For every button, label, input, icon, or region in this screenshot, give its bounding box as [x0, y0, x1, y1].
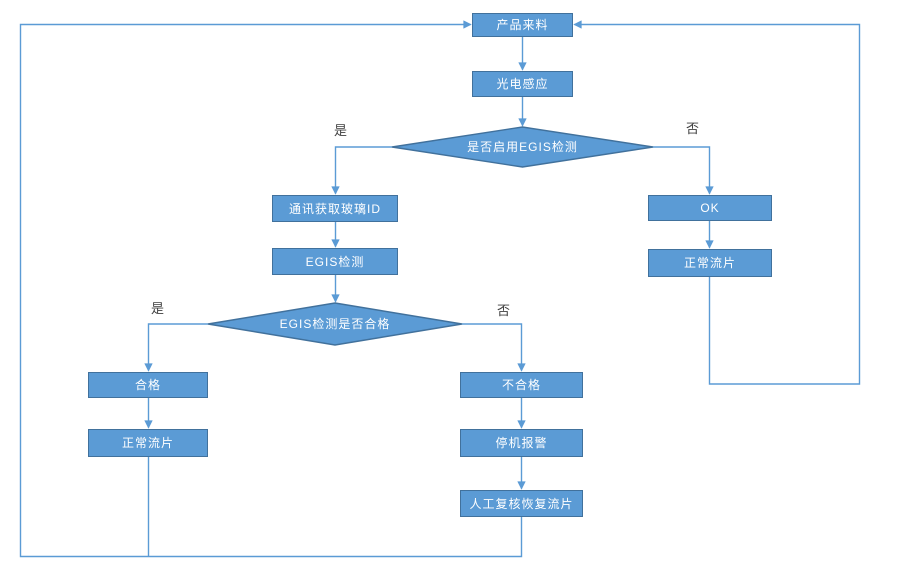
node-ok-label: OK [700, 201, 720, 215]
node-ok: OK [648, 195, 772, 221]
node-get-glass-id: 通讯获取玻璃ID [272, 195, 398, 222]
node-normal-flow-right-label: 正常流片 [683, 256, 736, 270]
decision-egis-enabled-shape [391, 126, 654, 168]
node-manual-review: 人工复核恢复流片 [460, 490, 583, 517]
node-egis-test: EGIS检测 [272, 248, 398, 275]
node-pass-label: 合格 [134, 378, 161, 392]
node-pass: 合格 [88, 372, 208, 398]
node-normal-flow-left: 正常流片 [88, 429, 208, 457]
node-fail: 不合格 [460, 372, 583, 398]
edge-label-decision1-no: 否 [686, 121, 700, 136]
edge-decision2-no [462, 323, 526, 372]
node-product-incoming: 产品来料 [472, 13, 573, 37]
edge-label-decision1-yes: 是 [334, 123, 348, 138]
node-photo-sensor: 光电感应 [472, 71, 573, 97]
edge-label-decision2-no: 否 [497, 303, 511, 318]
node-egis-test-label: EGIS检测 [305, 254, 365, 269]
edge-decision2-yes [144, 323, 208, 372]
node-stop-alarm-label: 停机报警 [495, 436, 548, 450]
edge-label-decision2-yes: 是 [151, 301, 165, 316]
edge-normalflowright-return [573, 20, 861, 385]
edge-manualreview-return [19, 20, 523, 558]
node-photo-sensor-label: 光电感应 [496, 77, 549, 91]
edge-decision1-yes [331, 146, 392, 195]
node-manual-review-label: 人工复核恢复流片 [469, 496, 574, 511]
node-get-glass-id-label: 通讯获取玻璃ID [288, 201, 381, 216]
edge-decision1-no [653, 146, 714, 195]
node-normal-flow-right: 正常流片 [648, 249, 772, 277]
node-normal-flow-left-label: 正常流片 [121, 436, 174, 450]
node-product-incoming-label: 产品来料 [496, 18, 549, 32]
node-fail-label: 不合格 [501, 378, 541, 392]
decision-egis-pass-shape [207, 302, 463, 346]
node-stop-alarm: 停机报警 [460, 429, 583, 457]
